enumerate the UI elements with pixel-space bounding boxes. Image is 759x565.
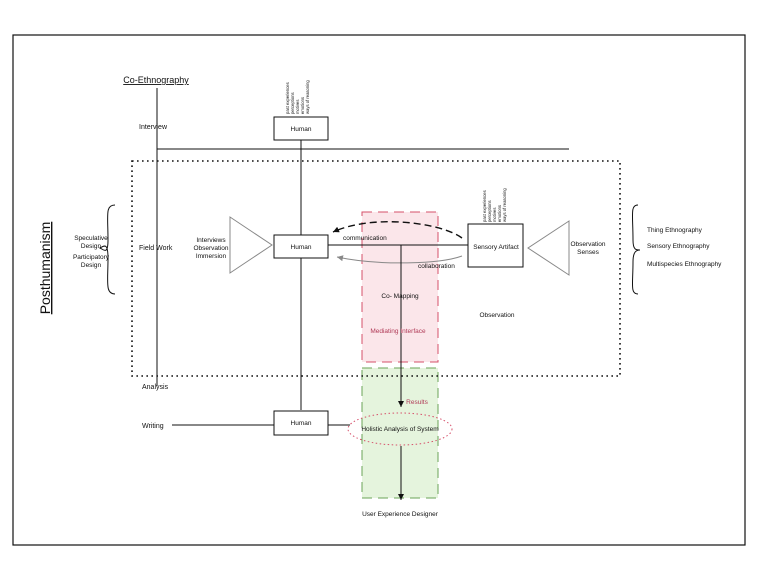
human-label: Human — [291, 244, 312, 251]
stage-analysis: Analysis — [142, 384, 169, 391]
observation-label: Observation — [479, 312, 514, 319]
co-mapping-label: Co- Mapping — [381, 293, 419, 300]
human-attributes-artifact: past experiences perceptions motives emo… — [482, 188, 507, 222]
collaboration-arrow — [336, 255, 463, 264]
observation-senses-label: Senses — [577, 249, 599, 256]
holistic-analysis-label: Holistic Analysis of System — [361, 426, 438, 433]
results-label: Results — [406, 399, 428, 406]
outer-frame — [12, 34, 746, 546]
collaboration-label: collaboration — [418, 263, 455, 270]
method-label: Interviews — [196, 237, 226, 244]
communication-arrow — [332, 221, 463, 239]
ethnography-label: Thing Ethnography — [647, 227, 703, 234]
human-label: Human — [291, 420, 312, 427]
ux-designer-label: User Experience Designer — [362, 511, 439, 518]
left-brace — [98, 204, 116, 295]
attribute-text: past experiences — [285, 82, 290, 114]
methods-triangle — [229, 216, 273, 274]
ethnography-label: Sensory Ethnography — [647, 243, 710, 250]
senses-triangle — [527, 220, 570, 276]
method-label: Immersion — [196, 253, 227, 260]
observation-senses-label: Observation — [570, 241, 605, 248]
holistic-analysis-ellipse — [347, 412, 453, 446]
method-label: Observation — [193, 245, 228, 252]
mediating-interface-label: Mediating Interface — [370, 328, 426, 335]
ethnography-label: Multispecies Ethnography — [647, 261, 722, 268]
mediating-interface-region — [361, 211, 439, 363]
right-brace — [631, 204, 641, 295]
analysis-region — [361, 367, 439, 499]
speculative-label: Design — [81, 243, 102, 250]
attribute-text: emotions — [300, 97, 305, 114]
attribute-text: perceptions — [487, 200, 492, 222]
stage-interview: Interview — [139, 124, 168, 131]
field-work-boundary — [131, 160, 621, 377]
sensory-artifact-box: Sensory Artifact — [467, 223, 524, 268]
speculative-label: Speculative — [74, 235, 108, 242]
stage-writing: Writing — [142, 423, 164, 430]
human-attributes-top: past experiences perceptions motives emo… — [285, 80, 310, 114]
attribute-text: past experiences — [482, 190, 487, 222]
attribute-text: ways of reasoning — [502, 188, 507, 222]
stage-field-work: Field Work — [139, 245, 173, 252]
participatory-label: Participatory — [73, 254, 110, 261]
co-ethnography-title: Co-Ethnography — [123, 75, 189, 85]
human-label: Human — [291, 126, 312, 133]
human-box-fieldwork: Human — [273, 234, 329, 259]
human-box-interview: Human — [273, 116, 329, 141]
communication-label: communication — [343, 235, 387, 242]
attribute-text: motives — [492, 208, 497, 222]
human-box-writing: Human — [273, 410, 329, 436]
sensory-artifact-label: Sensory Artifact — [473, 244, 519, 251]
attribute-text: perceptions — [290, 92, 295, 114]
participatory-label: Design — [81, 262, 102, 269]
attribute-text: motives — [295, 100, 300, 114]
attribute-text: emotions — [497, 205, 502, 222]
attribute-text: ways of reasoning — [305, 80, 310, 114]
sidebar-title: Posthumanism — [37, 222, 53, 315]
